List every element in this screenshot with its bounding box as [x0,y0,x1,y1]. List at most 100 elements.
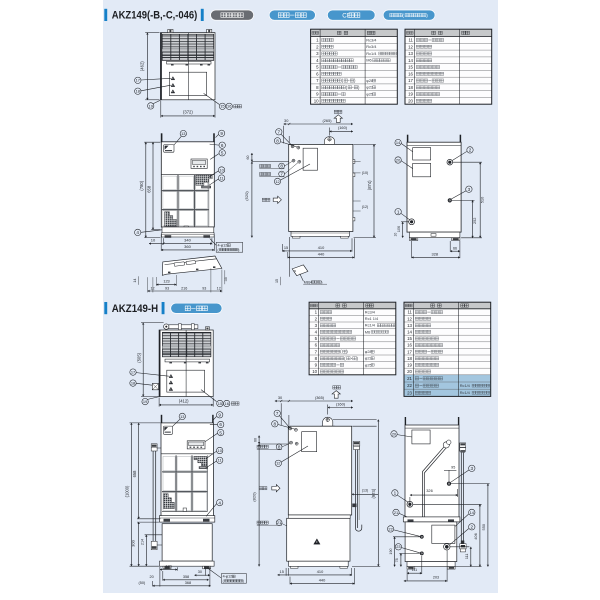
svg-text:123: 123 [165,565,171,569]
svg-text:20: 20 [149,575,153,579]
svg-text:20: 20 [396,157,401,162]
svg-text:4-φ12: 4-φ12 [218,244,228,248]
svg-text:(780): (780) [139,180,144,190]
svg-text:106: 106 [397,226,401,232]
svg-text:AKZ149-H: AKZ149-H [112,303,158,315]
svg-text:Rc3/4: Rc3/4 [365,310,376,315]
svg-text:(160): (160) [336,401,346,406]
svg-text:21: 21 [277,520,281,525]
svg-text:658: 658 [132,470,137,478]
svg-text:8: 8 [316,85,319,90]
svg-text:11: 11 [220,176,224,181]
svg-text:18: 18 [136,89,140,94]
svg-text:78: 78 [395,558,399,562]
svg-text:30: 30 [278,395,283,400]
svg-text:(10): (10) [362,171,369,175]
svg-text:10: 10 [312,369,317,374]
svg-text:4: 4 [136,230,139,235]
svg-text:8: 8 [274,422,277,427]
svg-text:6: 6 [219,422,222,427]
svg-text:(160): (160) [338,125,348,130]
svg-text:214: 214 [141,539,145,545]
svg-text:10: 10 [218,448,223,453]
svg-text:6: 6 [316,71,319,76]
svg-text:30: 30 [284,118,289,123]
svg-text:30: 30 [198,570,202,574]
svg-text:23: 23 [407,390,412,395]
svg-text:Rc1 1/4: Rc1 1/4 [365,316,379,321]
svg-text:16: 16 [227,104,231,109]
svg-text:φ22: φ22 [365,356,372,361]
svg-text:(365): (365) [315,395,325,400]
svg-text:8: 8 [315,356,318,361]
svg-text:φ22: φ22 [366,85,373,90]
svg-text:190: 190 [389,548,393,554]
svg-text:): ) [357,356,359,361]
svg-text:2: 2 [315,316,318,321]
svg-text:): ) [354,78,356,83]
svg-text:326: 326 [426,488,433,493]
svg-text:M8(4: M8(4 [304,280,312,284]
svg-text:60: 60 [246,156,250,160]
svg-text:2: 2 [471,525,474,530]
svg-text:7: 7 [278,130,281,135]
svg-text:20: 20 [408,98,413,103]
svg-text:13: 13 [180,414,184,419]
svg-text:15: 15 [275,279,279,283]
svg-text:14: 14 [407,330,412,335]
svg-text:8: 8 [278,445,281,450]
svg-text:(874): (874) [367,180,372,190]
svg-text:5: 5 [221,151,224,156]
svg-text:(520): (520) [244,191,249,201]
svg-text:(974): (974) [371,488,376,498]
svg-text:111: 111 [465,554,469,559]
svg-text:11: 11 [218,458,222,463]
svg-text:12: 12 [408,44,413,49]
svg-text:φ25: φ25 [365,362,372,367]
svg-text:φ28: φ28 [365,349,372,354]
svg-text:21: 21 [394,510,398,515]
svg-text:12: 12 [407,316,412,321]
svg-text:Rc1/4: Rc1/4 [365,323,376,328]
svg-text:360: 360 [184,244,191,249]
svg-text:6: 6 [221,143,224,148]
svg-text:203: 203 [433,575,439,579]
svg-text:Rc1/4: Rc1/4 [460,383,471,388]
svg-text:(: ( [218,248,220,252]
svg-text:14: 14 [396,140,401,145]
svg-text:328: 328 [432,252,439,257]
svg-text:410: 410 [317,569,324,574]
svg-text:4-φ12: 4-φ12 [223,575,233,579]
svg-text:111: 111 [412,568,417,572]
svg-text:216: 216 [181,286,187,290]
svg-text:358: 358 [183,575,189,579]
svg-text:23: 23 [396,544,400,549]
svg-text:15: 15 [280,569,284,574]
svg-text:22: 22 [388,526,392,531]
svg-text:(1000): (1000) [125,485,130,497]
svg-text:10: 10 [314,98,319,103]
svg-text:): ) [358,85,360,90]
svg-text:3: 3 [468,187,471,192]
svg-text:(505): (505) [136,352,141,362]
svg-text:12: 12 [217,286,221,290]
svg-text:12: 12 [276,461,280,466]
svg-text:10: 10 [151,238,156,243]
svg-text:658: 658 [146,185,151,193]
svg-text:15: 15 [407,336,412,341]
svg-text:17: 17 [131,370,135,375]
svg-text:3: 3 [315,323,318,328]
svg-text:(372): (372) [183,109,193,114]
svg-text:1: 1 [316,38,319,43]
svg-text:): ) [321,280,322,284]
svg-text:18: 18 [407,356,412,361]
svg-text:19: 19 [149,103,153,108]
svg-text:11: 11 [407,310,412,315]
svg-text:7: 7 [280,172,283,177]
svg-text:300: 300 [131,539,136,546]
svg-text:4: 4 [315,330,318,335]
svg-text:440: 440 [318,252,325,257]
svg-text:340: 340 [184,238,191,243]
svg-text:14: 14 [133,279,137,283]
svg-text:φ25: φ25 [366,92,373,97]
